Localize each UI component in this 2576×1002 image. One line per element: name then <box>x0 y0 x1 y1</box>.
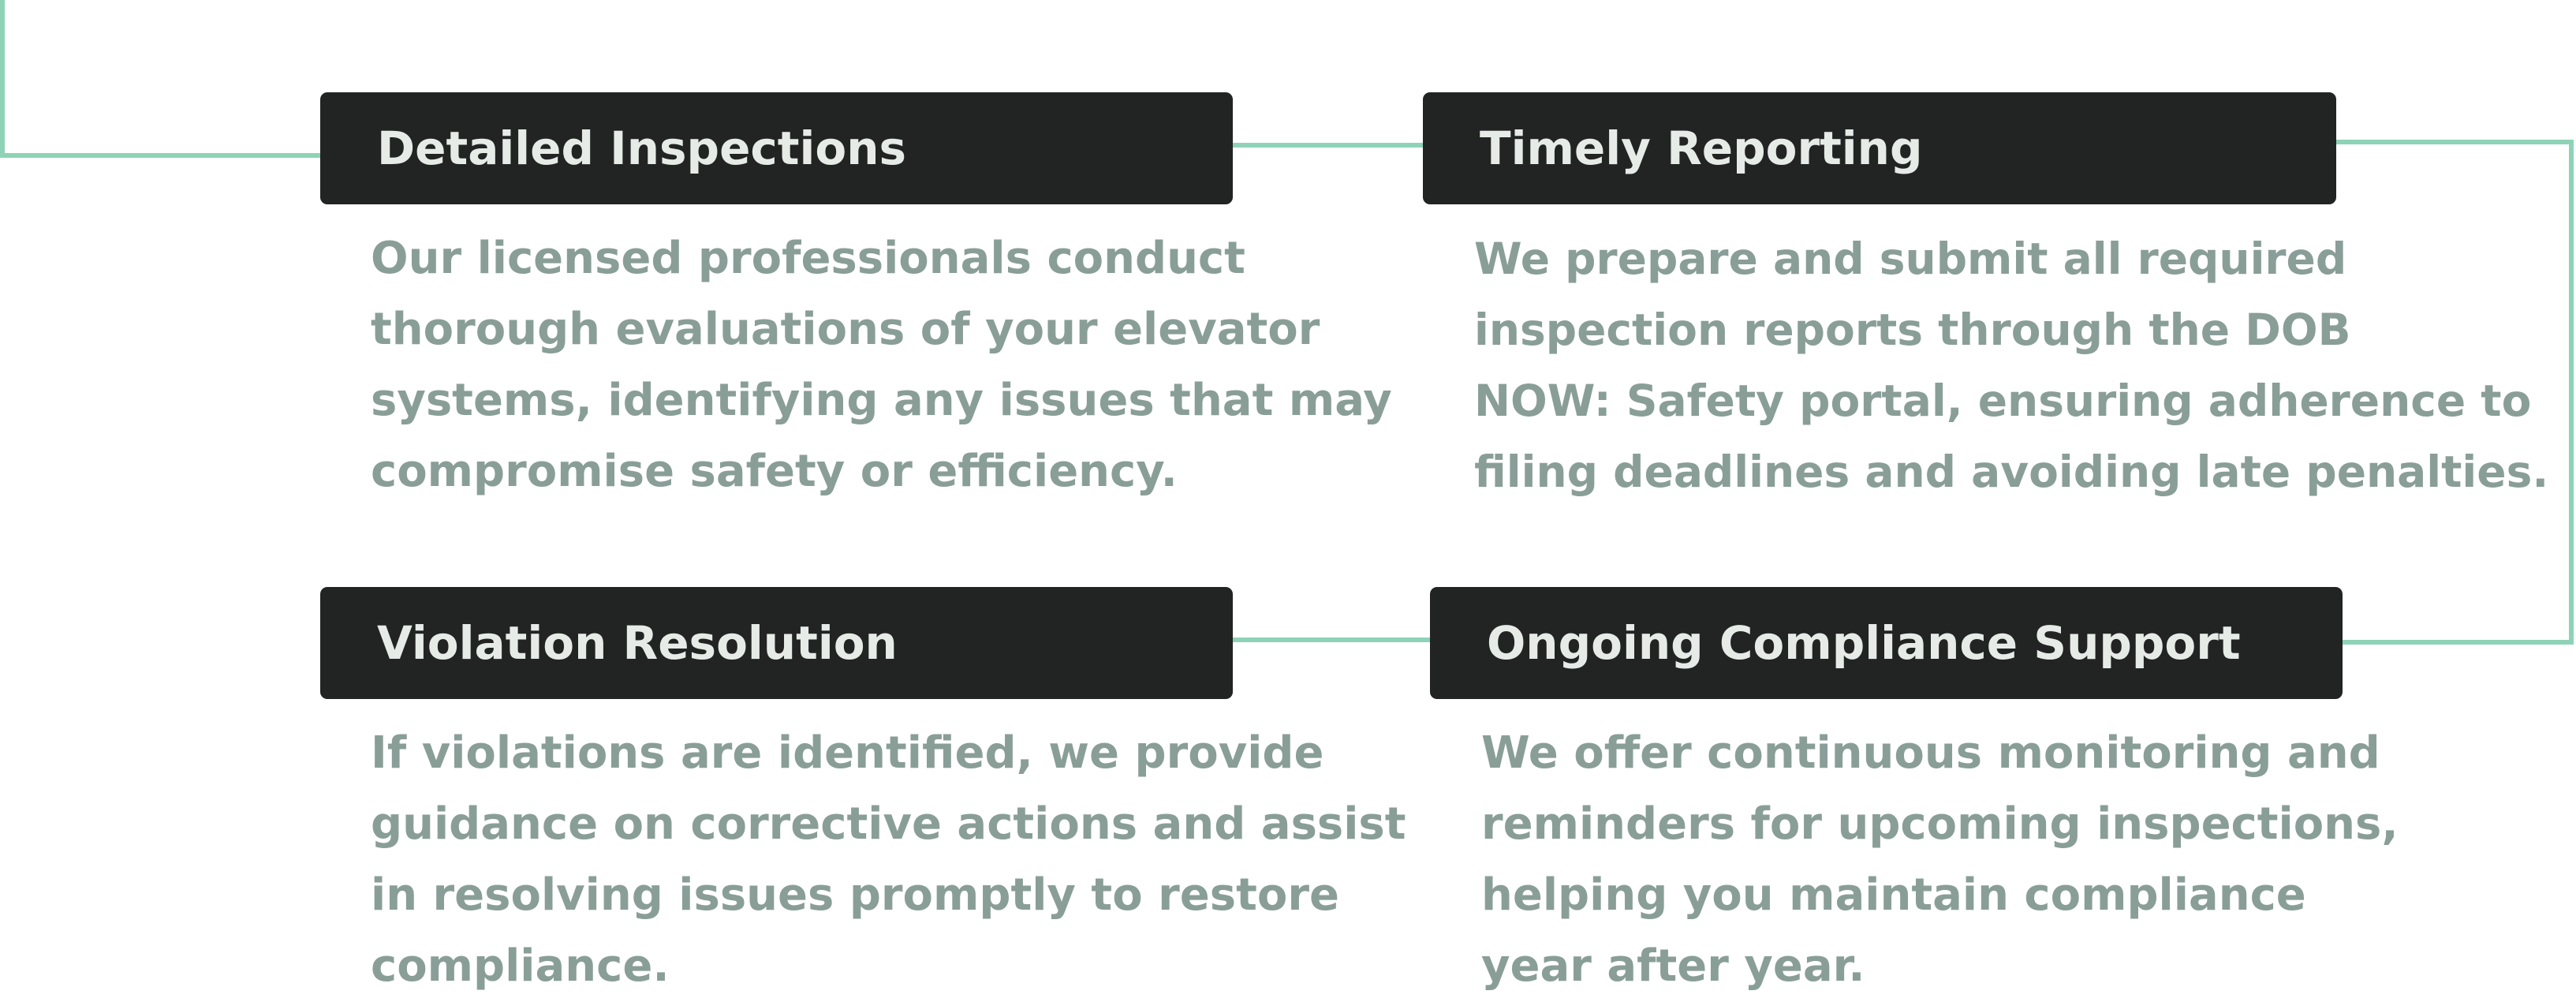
step-title: Timely Reporting <box>1480 122 1923 175</box>
step-ongoing-compliance-support-header: Ongoing Compliance Support <box>1430 587 2343 699</box>
step-title: Detailed Inspections <box>377 122 907 175</box>
description-line: thorough evaluations of your elevator <box>371 304 1320 355</box>
description-line: If violations are identified, we provide <box>371 727 1324 779</box>
connector-entry <box>0 0 320 158</box>
description-line: Our licensed professionals conduct <box>371 233 1245 284</box>
step-timely-reporting-description: We prepare and submit all required inspe… <box>1474 223 2548 507</box>
description-line: We prepare and submit all required <box>1474 234 2347 284</box>
step-violation-resolution-description: If violations are identified, we provide… <box>371 718 1406 1002</box>
connector-step2-step4 <box>2336 140 2574 645</box>
description-line: reminders for upcoming inspections, <box>1481 798 2399 850</box>
description-line: year after year. <box>1481 940 1865 992</box>
description-line: guidance on corrective actions and assis… <box>371 798 1406 850</box>
description-line: filing deadlines and avoiding late penal… <box>1474 447 2549 497</box>
description-line: systems, identifying any issues that may <box>371 375 1392 426</box>
description-line: We offer continuous monitoring and <box>1481 727 2380 779</box>
step-title: Violation Resolution <box>377 616 898 670</box>
description-line: helping you maintain compliance <box>1481 869 2306 921</box>
step-title: Ongoing Compliance Support <box>1487 616 2241 670</box>
description-line: in resolving issues promptly to restore <box>371 869 1339 921</box>
step-detailed-inspections-description: Our licensed professionals conduct thoro… <box>371 223 1392 507</box>
step-timely-reporting-header: Timely Reporting <box>1423 92 2336 204</box>
description-line: compromise safety or efficiency. <box>371 446 1178 497</box>
step-violation-resolution-header: Violation Resolution <box>320 587 1233 699</box>
description-line: compliance. <box>371 940 670 992</box>
description-line: inspection reports through the DOB <box>1474 305 2351 355</box>
step-ongoing-compliance-support-description: We offer continuous monitoring and remin… <box>1481 718 2399 1002</box>
step-detailed-inspections-header: Detailed Inspections <box>320 92 1233 204</box>
description-line: NOW: Safety portal, ensuring adherence t… <box>1474 376 2532 426</box>
